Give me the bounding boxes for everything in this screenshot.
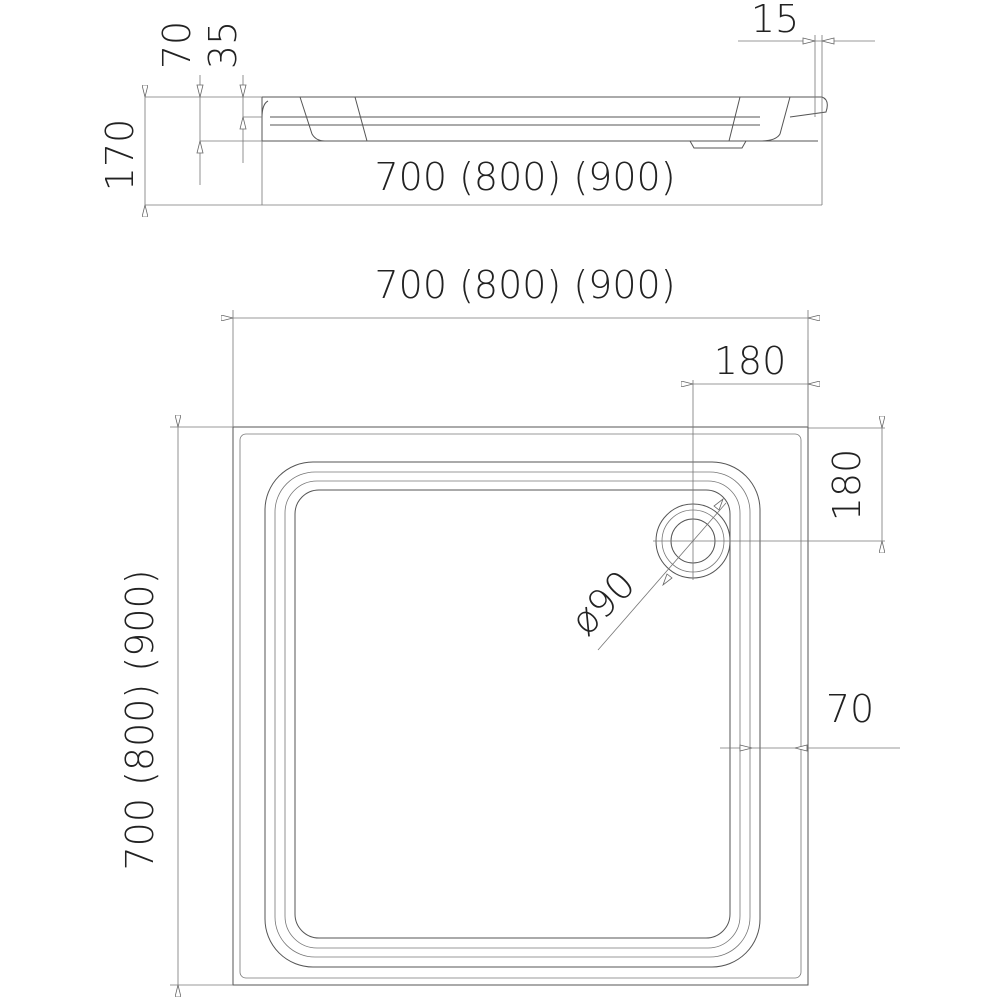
dim-lip-height: 70 [155, 21, 199, 69]
dim-length-side: 700 (800) (900) [374, 155, 675, 199]
dim-rim: 15 [751, 0, 799, 41]
plan-view: 700 (800) (900) 180 180 ø90 70 700 (800)… [118, 263, 900, 985]
drain-icon [653, 380, 885, 580]
dim-depth: 700 (800) (900) [118, 569, 162, 870]
tray-outline [232, 426, 809, 986]
dim-tray-depth: 35 [201, 21, 245, 69]
dim-border: 70 [826, 687, 874, 731]
tray-channel-outer [264, 461, 761, 968]
tray-profile [261, 96, 828, 149]
dim-width: 700 (800) (900) [374, 263, 675, 307]
dim-drain-x: 180 [714, 339, 787, 383]
tray-floor [294, 489, 731, 939]
dim-height-total: 170 [98, 119, 142, 192]
dim-drain-y: 180 [825, 449, 869, 522]
dim-drain-diameter: ø90 [562, 562, 644, 644]
side-view: 170 70 35 15 700 (800) (900) [98, 0, 875, 205]
